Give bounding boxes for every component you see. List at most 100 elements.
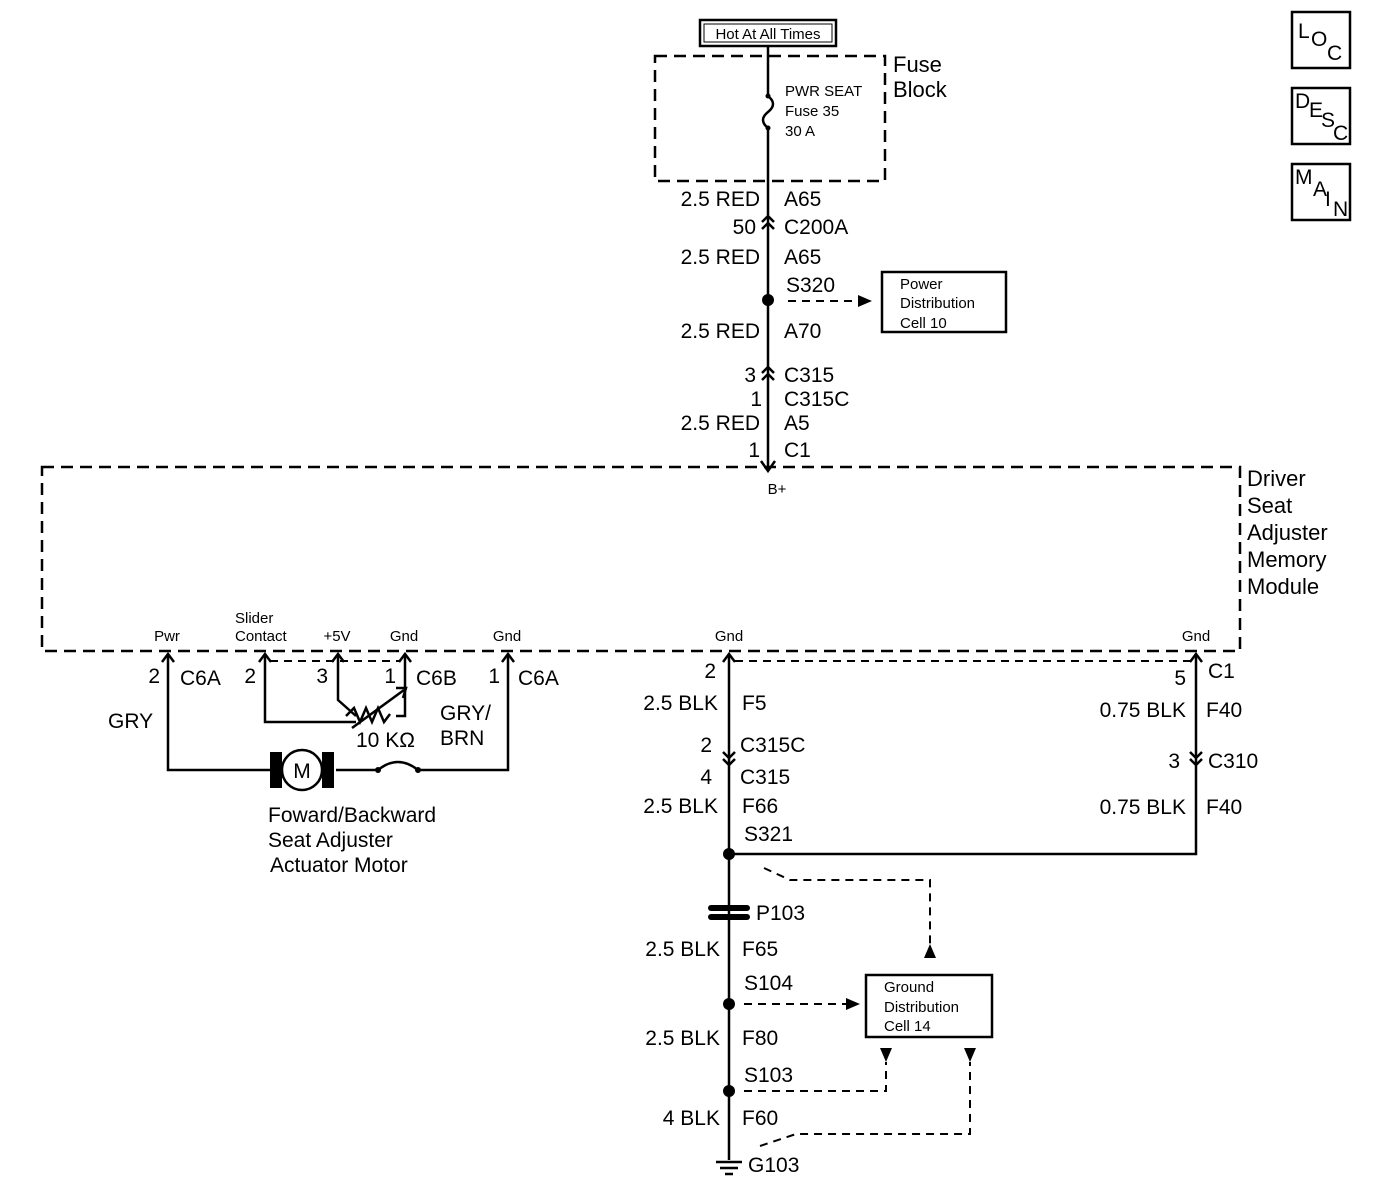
- splice-s321-label: S321: [744, 823, 793, 846]
- gnd2-pin-number: 1: [488, 665, 500, 688]
- c200a-connector-symbol: [761, 214, 775, 230]
- c1-gnd-label: C1: [1208, 660, 1235, 683]
- c315-pin: 3: [744, 364, 756, 387]
- s321-reference-arrow-icon: [924, 944, 936, 958]
- loc-letter-2: O: [1311, 28, 1327, 51]
- loc-letter-3: C: [1327, 42, 1342, 65]
- f5-circuit: F5: [742, 692, 767, 715]
- power-distribution-ref-box[interactable]: Power Distribution Cell 10: [880, 270, 1008, 334]
- pwr-pin-number: 2: [148, 665, 160, 688]
- power-dist-line-1: Power: [900, 276, 943, 293]
- feed-wire-2-circuit: A65: [784, 246, 821, 269]
- f40-upper-size: 0.75 BLK: [1100, 699, 1186, 722]
- f60-size: 4 BLK: [663, 1107, 720, 1130]
- desc-button[interactable]: D E S C: [1290, 86, 1352, 146]
- module-title-2: Seat: [1247, 493, 1292, 518]
- motor-m-label: M: [293, 760, 311, 783]
- c315-gnd-label: C315: [740, 766, 790, 789]
- pin-label-gnd-1: Gnd: [390, 628, 418, 645]
- gnd2-connector: C6A: [518, 667, 559, 690]
- c1-power-pin: 1: [748, 439, 760, 462]
- c310-pin: 3: [1168, 750, 1180, 773]
- power-dist-line-2: Distribution: [900, 295, 975, 312]
- c315c-pin: 1: [750, 388, 762, 411]
- f66-size: 2.5 BLK: [643, 795, 718, 818]
- pwr-wire-color: GRY: [108, 710, 153, 733]
- gnd-pin-2: 2: [704, 660, 716, 683]
- f5-size: 2.5 BLK: [643, 692, 718, 715]
- f65-size: 2.5 BLK: [645, 938, 720, 961]
- desc-letter-2: E: [1309, 99, 1323, 122]
- fuse-number: Fuse 35: [785, 103, 839, 120]
- power-source-box: Hot At All Times: [698, 18, 838, 48]
- s103-reference-line: [744, 1062, 887, 1092]
- ground-dist-line-3: Cell 14: [884, 1018, 931, 1035]
- 5v-pin-number: 3: [316, 665, 328, 688]
- gnd2-wire-color-2: BRN: [440, 727, 484, 750]
- p103-label: P103: [756, 902, 805, 925]
- c310-label: C310: [1208, 750, 1258, 773]
- gnd2-wire-color-1: GRY/: [440, 702, 491, 725]
- motor-symbol: M: [270, 748, 334, 792]
- feed-wire-1-size: 2.5 RED: [681, 188, 760, 211]
- f40-upper-circuit: F40: [1206, 699, 1242, 722]
- motor-name-3: Actuator Motor: [270, 854, 408, 877]
- pot-value: 10 KΩ: [356, 729, 415, 752]
- f65-circuit: F65: [742, 938, 778, 961]
- pin-label-slider-2: Contact: [235, 628, 288, 645]
- module-title-4: Memory: [1247, 547, 1326, 572]
- ground-distribution-ref-box[interactable]: Ground Distribution Cell 14: [864, 973, 994, 1039]
- f66-circuit: F66: [742, 795, 778, 818]
- f80-size: 2.5 BLK: [645, 1027, 720, 1050]
- power-source-label: Hot At All Times: [715, 26, 820, 43]
- motor-name-2: Seat Adjuster: [268, 829, 393, 852]
- splice-s103-node: [723, 1085, 735, 1097]
- slider-pin-number: 2: [244, 665, 256, 688]
- feed-wire-1-circuit: A65: [784, 188, 821, 211]
- desc-letter-4: C: [1333, 122, 1348, 145]
- c6b-connector: C6B: [416, 667, 457, 690]
- fuse-block-title-2: Block: [893, 77, 948, 102]
- feed-wire-4-size: 2.5 RED: [681, 412, 760, 435]
- main-letter-1: M: [1295, 166, 1313, 189]
- splice-s320-node: [762, 294, 774, 306]
- motor-circuit-wiring: [161, 651, 515, 773]
- f60-circuit: F60: [742, 1107, 778, 1130]
- motor-name-1: Foward/Backward: [268, 804, 436, 827]
- gnd-pin-number: 1: [384, 665, 396, 688]
- c315c-label: C315C: [784, 388, 849, 411]
- main-letter-2: A: [1313, 178, 1327, 201]
- fuse-rating: 30 A: [785, 123, 815, 140]
- splice-s104-node: [723, 998, 735, 1010]
- g103-reference-line: [759, 1062, 971, 1147]
- f40-lower-circuit: F40: [1206, 796, 1242, 819]
- s104-reference-arrow-icon: [846, 998, 860, 1010]
- c315-gnd-pin: 4: [700, 766, 712, 789]
- b-plus-arrow-icon: [759, 460, 777, 474]
- module-title-3: Adjuster: [1247, 520, 1328, 545]
- feed-wire-3-circuit: A70: [784, 320, 821, 343]
- splice-s104-label: S104: [744, 972, 793, 995]
- pin-label-gnd-4: Gnd: [1182, 628, 1210, 645]
- fuse-35-symbol: [761, 46, 775, 210]
- c1-power-label: C1: [784, 439, 811, 462]
- main-letter-4: N: [1333, 198, 1348, 221]
- c1-gnd-pin: 5: [1174, 667, 1186, 690]
- s320-reference-arrow-icon: [858, 295, 872, 307]
- loc-button[interactable]: L O C: [1290, 10, 1352, 70]
- g103-label: G103: [748, 1154, 799, 1177]
- splice-s103-label: S103: [744, 1064, 793, 1087]
- pin-label-gnd-2: Gnd: [493, 628, 521, 645]
- pin-label-gnd-3: Gnd: [715, 628, 743, 645]
- c315-connector-symbol: [761, 365, 775, 381]
- ground-g103-icon: [716, 1160, 742, 1176]
- pin-label-5v: +5V: [323, 628, 350, 645]
- main-button[interactable]: M A I N: [1290, 162, 1352, 222]
- b-plus-terminal: B+: [768, 481, 787, 498]
- f40-lower-size: 0.75 BLK: [1100, 796, 1186, 819]
- fuse-block-outline: [653, 54, 887, 183]
- c315c-gnd-label: C315C: [740, 734, 805, 757]
- memory-module-outline: [40, 465, 1242, 653]
- g103-reference-arrow-icon: [964, 1048, 976, 1062]
- power-dist-line-3: Cell 10: [900, 315, 947, 332]
